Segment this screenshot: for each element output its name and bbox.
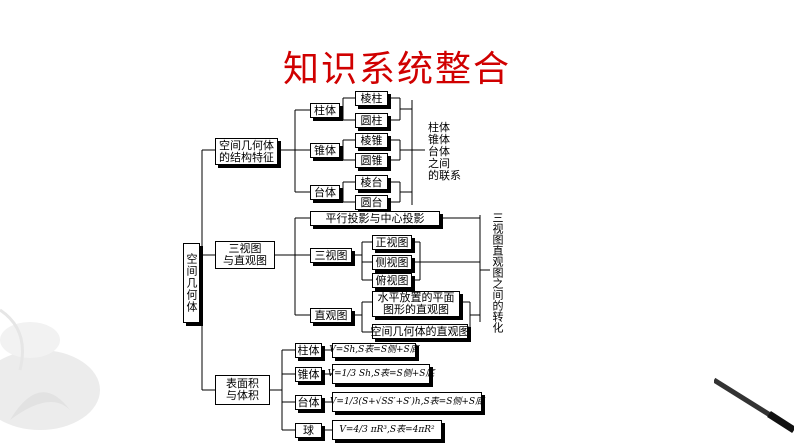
structure-relation: 柱体 锥体 台体 之间 的联系 xyxy=(428,122,461,182)
views-relation-text: 三视图直观图之间的转化 xyxy=(491,212,504,333)
projection-label: 平行投影与中心投影 xyxy=(325,212,425,225)
relation-line: 锥体 xyxy=(428,133,450,146)
intuitive-item-node: 水平放置的平面 图形的直观图 xyxy=(372,291,460,317)
group-label: 台体 xyxy=(314,186,336,199)
item-label: 圆柱 xyxy=(360,114,383,127)
solid-label: 柱体 xyxy=(297,344,320,357)
three-view-node: 三视图 xyxy=(310,248,352,263)
formula-node: V=4/3 πR³,S表=4πR² xyxy=(332,420,442,440)
formula-node: V=1/3(S+√SS′+S′)h,S表=S侧+S底 xyxy=(329,392,485,412)
item-node: 圆锥 xyxy=(355,153,388,168)
solid-label: 球 xyxy=(303,424,314,437)
surface-line2: 与体积 xyxy=(226,389,259,402)
group-label: 柱体 xyxy=(314,104,336,117)
relation-line: 的联系 xyxy=(428,169,461,182)
item-label: 棱柱 xyxy=(360,92,383,105)
views-line2: 与直观图 xyxy=(223,254,267,267)
projection-node: 平行投影与中心投影 xyxy=(310,211,440,226)
structure-line2: 的结构特征 xyxy=(219,150,274,164)
views-node: 三视图 与直观图 xyxy=(215,241,275,269)
item-node: 棱柱 xyxy=(355,91,388,106)
item-label: 圆台 xyxy=(360,196,383,209)
solid-label: 锥体 xyxy=(297,368,320,381)
views-line1: 三视图 xyxy=(228,242,262,255)
solid-node: 锥体 xyxy=(295,367,322,382)
surface-line1: 表面积 xyxy=(226,377,259,390)
item-node: 圆台 xyxy=(355,195,388,210)
structure-node: 空间几何体 的结构特征 xyxy=(215,138,278,165)
solid-node: 球 xyxy=(295,423,322,438)
root-node: 空间几何体 xyxy=(183,243,200,323)
relation-line: 台体 xyxy=(428,145,450,158)
brush-decoration xyxy=(714,377,794,433)
item-node: 圆柱 xyxy=(355,113,388,128)
solid-label: 台体 xyxy=(297,396,320,409)
formula-node: V=Sh,S表=S侧+S底 xyxy=(329,343,419,358)
item-node: 棱台 xyxy=(355,175,388,190)
three-view-label: 三视图 xyxy=(314,249,348,262)
intuitive-item-node: 空间几何体的直观图 xyxy=(370,324,470,339)
formula-node: V=1/3 Sh,S表=S侧+S底 xyxy=(328,364,434,384)
view-item-label: 侧视图 xyxy=(375,256,409,269)
formula-text: V=4/3 πR³,S表=4πR² xyxy=(339,424,435,435)
item-label: 棱锥 xyxy=(360,134,383,147)
formula-text: V=1/3 Sh,S表=S侧+S底 xyxy=(327,368,435,379)
intuitive-node: 直观图 xyxy=(310,308,352,323)
surface-node: 表面积 与体积 xyxy=(215,375,270,405)
root-label: 空间几何体 xyxy=(185,253,198,313)
relation-line: 柱体 xyxy=(428,121,450,134)
view-item-node: 俯视图 xyxy=(372,273,412,288)
view-item-node: 正视图 xyxy=(372,235,412,250)
views-relation: 三视图直观图之间的转化 xyxy=(491,212,504,336)
solid-node: 台体 xyxy=(295,395,322,410)
intuitive-label: 直观图 xyxy=(314,309,348,322)
view-item-label: 俯视图 xyxy=(375,274,409,287)
formula-text: V=1/3(S+√SS′+S′)h,S表=S侧+S底 xyxy=(329,396,485,407)
item-label: 棱台 xyxy=(360,176,383,189)
item-label: 圆锥 xyxy=(360,154,383,167)
group-frustum-node: 台体 xyxy=(310,185,340,200)
intuitive-item-line: 图形的直观图 xyxy=(383,303,449,316)
formula-text: V=Sh,S表=S侧+S底 xyxy=(329,345,419,355)
structure-line1: 空间几何体 xyxy=(219,138,274,152)
page-title: 知识系统整合 xyxy=(282,49,511,90)
relation-line: 之间 xyxy=(428,157,450,170)
intuitive-item-label: 空间几何体的直观图 xyxy=(370,325,470,338)
intuitive-item-line: 水平放置的平面 xyxy=(377,291,455,304)
group-label: 锥体 xyxy=(314,144,336,157)
view-item-node: 侧视图 xyxy=(372,255,412,270)
lotus-decoration xyxy=(0,308,100,430)
item-node: 棱锥 xyxy=(355,133,388,148)
solid-node: 柱体 xyxy=(295,343,322,358)
view-item-label: 正视图 xyxy=(375,236,409,249)
group-prism-node: 柱体 xyxy=(310,103,340,118)
group-pyramid-node: 锥体 xyxy=(310,143,340,158)
